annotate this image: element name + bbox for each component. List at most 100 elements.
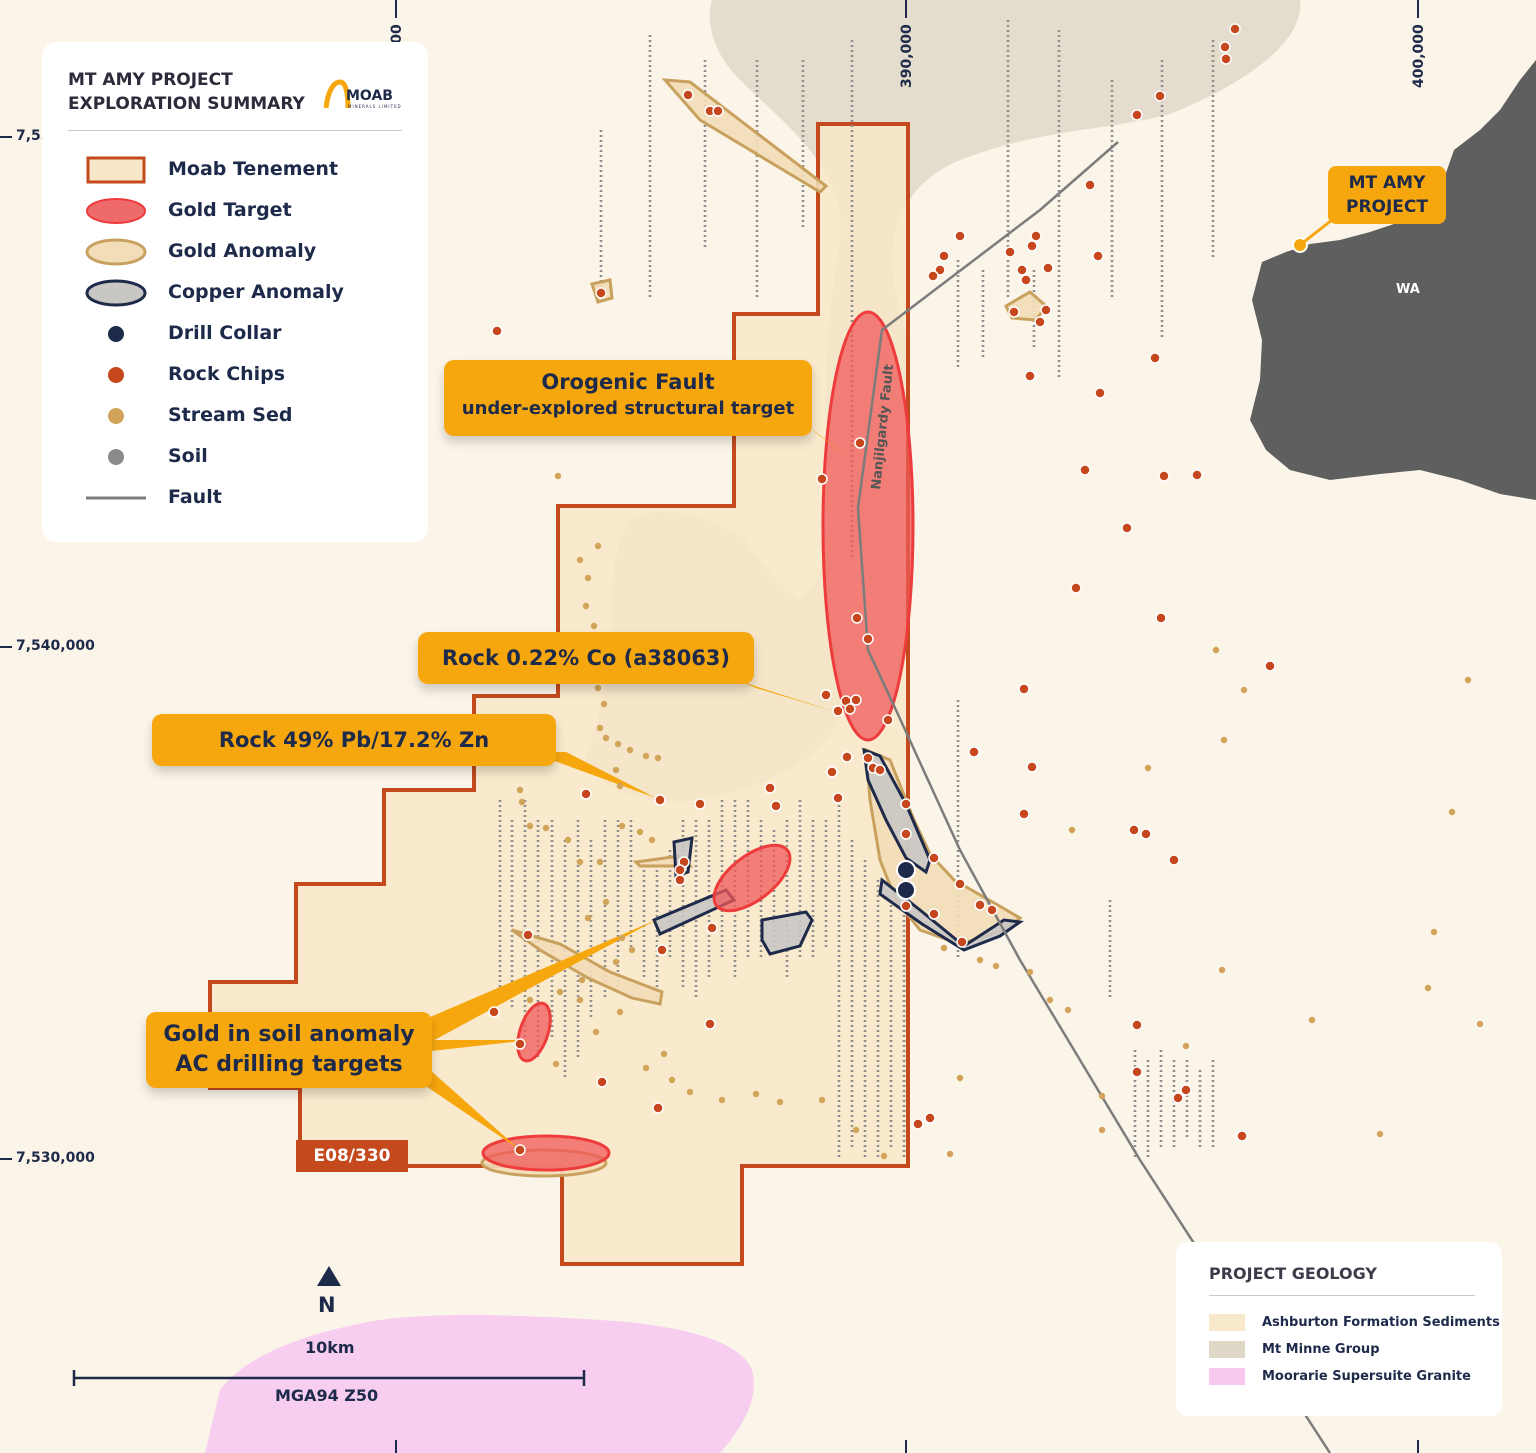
rock-chip-point (851, 612, 863, 624)
rock-chip-point (1004, 246, 1016, 258)
callout-gold-soil-line1: Gold in soil anomaly (163, 1022, 415, 1047)
rock-chip-point (704, 1018, 716, 1030)
rock-chip-point (816, 473, 828, 485)
callout-rock-lead-zinc: Rock 49% Pb/17.2% Zn (152, 714, 556, 766)
north-label: N (318, 1293, 336, 1317)
stream-sed-point (946, 1150, 954, 1158)
logo-text: MOAB (346, 88, 393, 104)
rock-chip-point (1016, 264, 1028, 276)
stream-sed-point (552, 1060, 560, 1068)
stream-sed-point (578, 976, 586, 984)
legend-item-tenement: Moab Tenement (168, 158, 339, 180)
callout-rock-cobalt-text: Rock 0.22% Co (a38063) (441, 646, 731, 670)
rock-chip-point (832, 705, 844, 717)
legend-item-stream-sed: Stream Sed (168, 404, 293, 426)
rock-chip-point (882, 714, 894, 726)
legend-title: MT AMY PROJECT EXPLORATION SUMMARY (68, 68, 318, 116)
scale-distance-label: 10km (305, 1338, 355, 1357)
stream-sed-point (526, 996, 534, 1004)
rock-chip-point (854, 437, 866, 449)
tenement-id-label: E08/330 (296, 1140, 408, 1172)
stream-sed-point (654, 754, 662, 762)
stream-sed-point (1026, 968, 1034, 976)
stream-sed-point (590, 622, 598, 630)
rock-chip-point (1018, 683, 1030, 695)
rock-chip-point (832, 792, 844, 804)
state-label: WA (1396, 282, 1420, 297)
rock-chip-point (1264, 660, 1276, 672)
stream-sed-point (592, 1028, 600, 1036)
stream-sed-point (992, 962, 1000, 970)
callout-orogenic-subtitle: under-explored structural target (461, 398, 795, 419)
drill-collar-symbol (108, 326, 124, 342)
stream-sed-point (614, 740, 622, 748)
stream-sed-point (596, 724, 604, 732)
rock-chip-point (1172, 1092, 1184, 1104)
stream-sed-point (1220, 736, 1228, 744)
stream-sed-point (1098, 1126, 1106, 1134)
rock-chip-point (1079, 464, 1091, 476)
moorarie-granite-area (205, 1315, 754, 1453)
stream-sed-point (612, 766, 620, 774)
rock-chip-point (900, 828, 912, 840)
rock-chip-point (488, 1006, 500, 1018)
rock-chip-point (652, 1102, 664, 1114)
mt-amy-project-label: MT AMY PROJECT (1328, 166, 1446, 224)
stream-sed-point (660, 1050, 668, 1058)
easting-label-400000: 400,000 (1411, 24, 1427, 88)
rock-chip-point (874, 764, 886, 776)
australia-map (1250, 60, 1536, 500)
rock-chip-point (927, 270, 939, 282)
tenement-symbol (86, 156, 146, 184)
geology-item-ashburton: Ashburton Formation Sediments (1262, 1315, 1500, 1330)
stream-sed-point (1068, 826, 1076, 834)
rock-chip-point (1018, 808, 1030, 820)
stream-sed-point (1046, 996, 1054, 1004)
rock-chip-point (1220, 53, 1232, 65)
gold-target-symbol (86, 198, 146, 224)
stream-sed-point (776, 1098, 784, 1106)
stream-sed-point (1218, 966, 1226, 974)
rock-chip-point (974, 899, 986, 911)
stream-sed-point (618, 822, 626, 830)
drill-collars (896, 860, 916, 900)
rock-chip-point (1128, 824, 1140, 836)
rock-chip-point (514, 1144, 526, 1156)
rock-chip-point (522, 929, 534, 941)
legend-item-rock-chips: Rock Chips (168, 363, 286, 385)
stream-sed-point (818, 1096, 826, 1104)
stream-sed-point (642, 1064, 650, 1072)
callout-orogenic-title: Orogenic Fault (541, 370, 715, 394)
stream-sed-point (612, 958, 620, 966)
rock-chip-point (595, 287, 607, 299)
rock-chip-point (1042, 262, 1054, 274)
gold-anomaly-symbol (85, 238, 147, 266)
stream-sed-point (516, 786, 524, 794)
geology-swatch-moorarie (1209, 1368, 1245, 1385)
rock-chip-point (1149, 352, 1161, 364)
rock-chip-point (1168, 854, 1180, 866)
geology-divider (1209, 1295, 1475, 1296)
moab-logo: MOAB MINERALS LIMITED (322, 76, 408, 116)
rock-chip-point (820, 689, 832, 701)
rock-chip-point (694, 798, 706, 810)
gold-targets (481, 310, 915, 1172)
rock-chip-point (764, 782, 776, 794)
rock-chip-point (491, 325, 503, 337)
faults (856, 141, 1332, 1453)
stream-sed-point (618, 934, 626, 942)
rock-chips-symbol (108, 367, 124, 383)
rock-chip-point (928, 908, 940, 920)
stream-sed-point (752, 1090, 760, 1098)
stream-sed-point (584, 914, 592, 922)
rock-chip-point (596, 1076, 608, 1088)
rock-chip-point (1026, 761, 1038, 773)
stream-sed-point (584, 574, 592, 582)
moab-logo-icon (323, 79, 351, 109)
moab-tenement (208, 122, 910, 1266)
rock-chip-point (924, 1112, 936, 1124)
stream-sed-point (1182, 1042, 1190, 1050)
legend-divider (68, 130, 402, 131)
stream-sed-point (1430, 928, 1438, 936)
